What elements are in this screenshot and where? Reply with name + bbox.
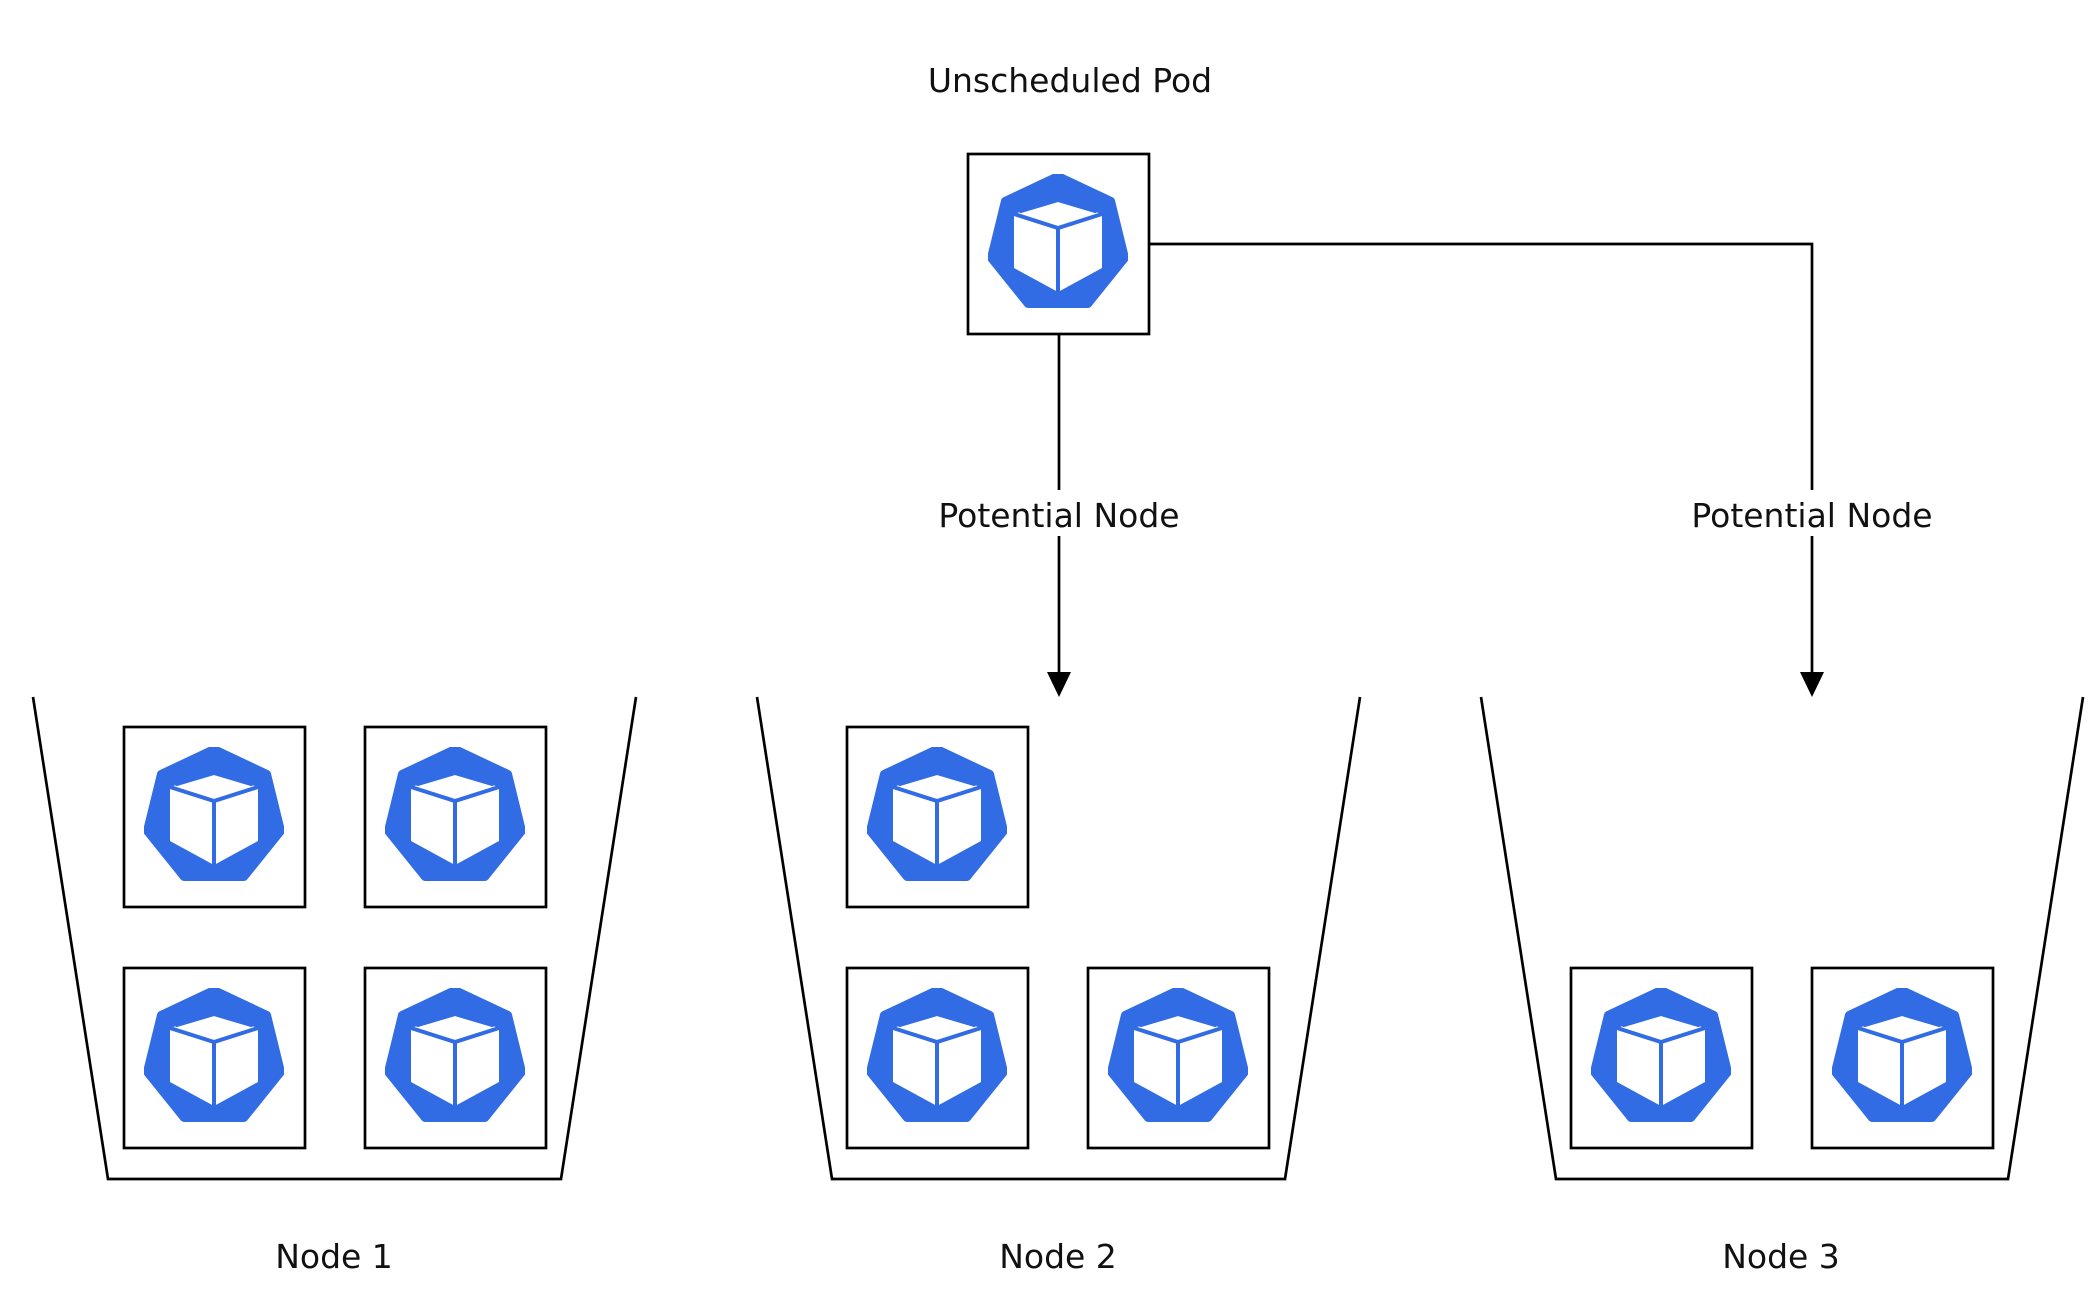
pod <box>845 725 1030 909</box>
node-1: Node 1 <box>31 696 638 1276</box>
kubernetes-pod-icon <box>147 749 281 877</box>
kubernetes-pod-icon <box>388 749 522 877</box>
edge-label-potential-node: Potential Node <box>1691 496 1932 535</box>
node-label: Node 3 <box>1722 1237 1840 1276</box>
node-bucket <box>755 696 1362 1181</box>
pod <box>845 966 1030 1150</box>
edge-to-node-2: Potential Node <box>930 334 1188 697</box>
kubernetes-pod-icon <box>388 990 522 1118</box>
arrowhead <box>1800 672 1824 697</box>
node-bucket <box>1479 696 2085 1181</box>
kubernetes-pod-icon <box>1835 990 1969 1118</box>
pod <box>122 725 307 909</box>
node-bucket <box>31 696 638 1181</box>
connector-line <box>1149 242 1814 675</box>
pod <box>1086 966 1271 1150</box>
pod <box>363 725 548 909</box>
arrowhead <box>1047 672 1071 697</box>
node-2: Node 2 <box>755 696 1362 1276</box>
pod <box>122 966 307 1150</box>
unscheduled-pod <box>966 152 1151 336</box>
kubernetes-pod-icon <box>870 749 1004 877</box>
pod <box>1569 966 1754 1150</box>
kubernetes-pod-icon <box>147 990 281 1118</box>
kubernetes-pod-icon <box>870 990 1004 1118</box>
edge-label-potential-node: Potential Node <box>938 496 1179 535</box>
unscheduled-pod-title: Unscheduled Pod <box>928 61 1212 100</box>
kubernetes-pod-icon <box>991 176 1125 304</box>
pod <box>1810 966 1995 1150</box>
node-label: Node 2 <box>999 1237 1117 1276</box>
node-label: Node 1 <box>275 1237 393 1276</box>
edge-to-node-3: Potential Node <box>1149 242 1941 697</box>
kubernetes-pod-icon <box>1111 990 1245 1118</box>
node-3: Node 3 <box>1479 696 2085 1276</box>
kubernetes-pod-icon <box>1594 990 1728 1118</box>
pod <box>363 966 548 1150</box>
